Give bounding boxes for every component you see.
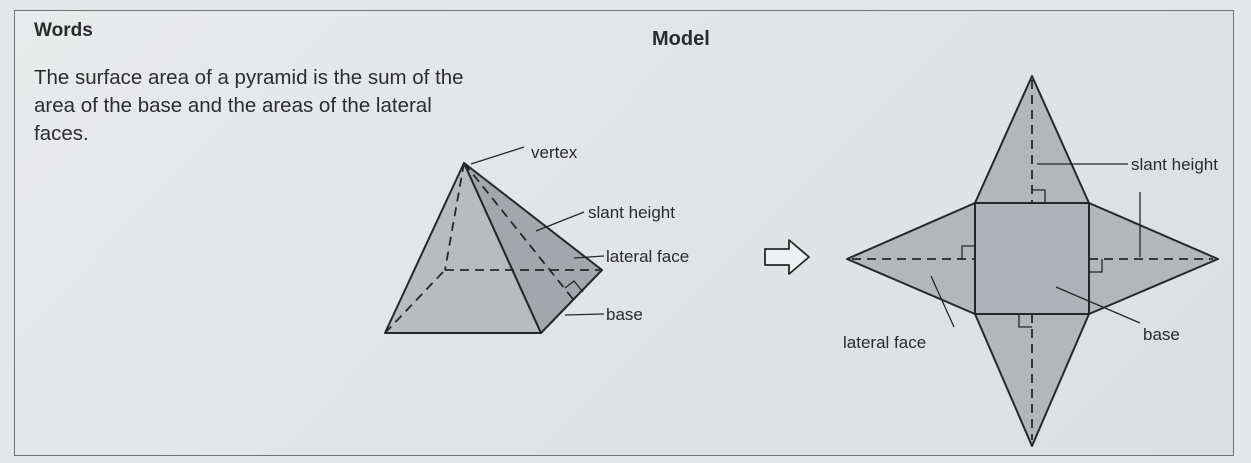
- pyramid-label-slant-height: slant height: [588, 203, 675, 222]
- words-definition-text: The surface area of a pyramid is the sum…: [34, 66, 464, 145]
- pyramid-label-base: base: [606, 305, 643, 324]
- net-label-base: base: [1143, 325, 1180, 344]
- net-label-slant-height: slant height: [1131, 155, 1218, 174]
- pyramid-label-vertex: vertex: [531, 143, 578, 162]
- net-leader-lines: [930, 163, 1141, 328]
- pyramid-label-lateral-face: lateral face: [606, 247, 689, 266]
- net-base-square: [974, 202, 1090, 315]
- net-label-lateral-face: lateral face: [843, 333, 926, 352]
- unfold-arrow-icon: [764, 239, 810, 275]
- net-left-face: [846, 202, 976, 315]
- model-heading: Model: [652, 28, 710, 50]
- words-heading: Words: [34, 20, 93, 41]
- pyramid-hidden-edges: [384, 162, 602, 334]
- pyramid-right-angle-mark: [564, 280, 584, 293]
- pyramid-leader-lines: [470, 146, 605, 316]
- net-slant-heights: [852, 80, 1213, 440]
- pyramid-3d: [384, 146, 605, 334]
- net-right-angle-marks: [961, 189, 1103, 328]
